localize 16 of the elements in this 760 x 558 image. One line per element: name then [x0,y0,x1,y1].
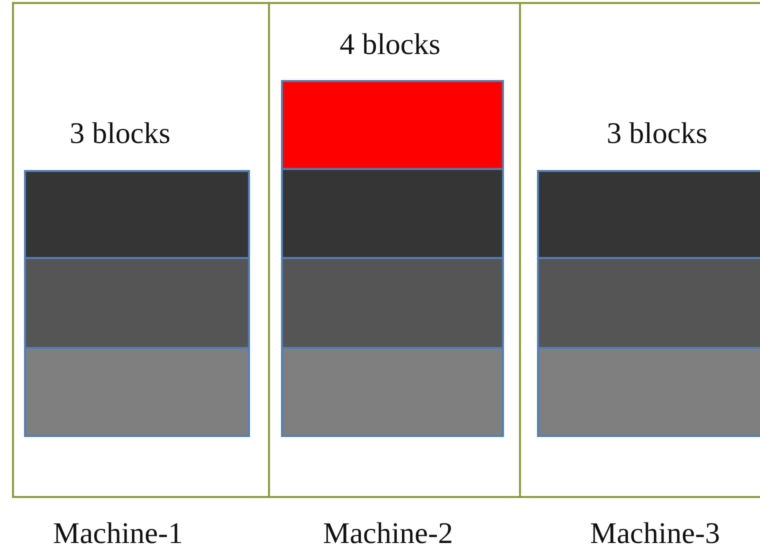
block-count-label: 4 blocks [340,28,440,62]
data-block [24,257,250,349]
data-block [281,257,504,349]
data-block [537,170,760,259]
block-count-label: 3 blocks [606,117,708,151]
data-block [281,347,504,437]
machine-label: Machine-1 [53,517,183,551]
data-block [24,170,250,259]
data-block [537,347,760,437]
block-count-label: 3 blocks [70,117,170,151]
data-block [281,80,504,170]
data-block [24,347,250,437]
data-block [281,168,504,259]
data-block [537,257,760,349]
machine-label: Machine-2 [323,517,453,551]
machine-label: Machine-3 [590,517,720,551]
